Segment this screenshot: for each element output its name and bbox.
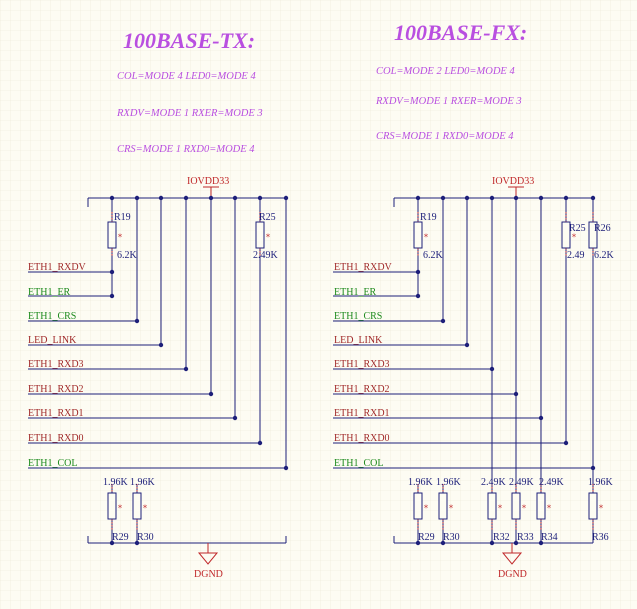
- svg-text:*: *: [266, 233, 270, 242]
- left-r30-ref: R30: [137, 532, 154, 543]
- left-ground-label: DGND: [194, 569, 223, 580]
- right-net-rxd2: ETH1_RXD2: [334, 384, 390, 395]
- right-net-er: ETH1_ER: [334, 287, 377, 298]
- svg-text:*: *: [449, 504, 453, 513]
- block-100base-fx: 100BASE-FX: COL=MODE 2 LED0=MODE 4 RXDV=…: [333, 20, 615, 580]
- right-r34-ref: R34: [541, 532, 558, 543]
- right-r36-ref: R36: [592, 532, 609, 543]
- right-ground-symbol: [501, 543, 523, 565]
- right-r29-ref: R29: [418, 532, 435, 543]
- right-net-rxdv: ETH1_RXDV: [334, 262, 393, 273]
- left-r25-ref: R25: [259, 212, 276, 223]
- left-net-rxd1: ETH1_RXD1: [28, 408, 84, 419]
- right-r19-ref: R19: [420, 212, 437, 223]
- svg-text:*: *: [572, 233, 576, 242]
- right-rail-junctions: [415, 195, 596, 201]
- right-resistor-r36: * 1.96K R36: [588, 477, 614, 543]
- right-net-rxd3: ETH1_RXD3: [334, 359, 390, 370]
- left-mode-line-2: RXDV=MODE 1 RXER=MODE 3: [116, 108, 263, 119]
- left-bottom-rail: [87, 536, 287, 544]
- left-net-junctions: [109, 269, 289, 471]
- right-r33-ref: R33: [517, 532, 534, 543]
- left-resistor-r25: * R25 2.49K: [253, 212, 279, 261]
- right-r32-ref: R32: [493, 532, 510, 543]
- right-r33-value: 2.49K: [509, 477, 535, 488]
- right-net-led-link: LED_LINK: [334, 335, 383, 346]
- right-mode-line-1: COL=MODE 2 LED0=MODE 4: [376, 66, 515, 77]
- left-r25-value: 2.49K: [253, 250, 279, 261]
- right-resistor-r34: * 2.49K R34: [536, 477, 565, 543]
- right-net-rxd0: ETH1_RXD0: [334, 433, 390, 444]
- block-100base-tx: 100BASE-TX: COL=MODE 4 LED0=MODE 4 RXDV=…: [28, 28, 289, 580]
- left-r19-ref: R19: [114, 212, 131, 223]
- right-mode-line-3: CRS=MODE 1 RXD0=MODE 4: [376, 131, 514, 142]
- left-net-led-link: LED_LINK: [28, 335, 77, 346]
- right-r26-value: 6.2K: [594, 250, 615, 261]
- left-r19-value: 6.2K: [117, 250, 138, 261]
- right-r19-value: 6.2K: [423, 250, 444, 261]
- svg-text:*: *: [424, 504, 428, 513]
- right-r25-ref: R25: [569, 223, 586, 234]
- right-power-label: IOVDD33: [492, 176, 534, 187]
- left-resistor-r19: * R19 6.2K: [107, 212, 138, 261]
- right-resistor-r33: * 2.49K R33: [509, 477, 535, 543]
- left-net-rxd2: ETH1_RXD2: [28, 384, 84, 395]
- right-r34-value: 2.49K: [539, 477, 565, 488]
- right-net-col: ETH1_COL: [334, 458, 383, 469]
- right-title: 100BASE-FX:: [394, 20, 527, 45]
- right-r36-value: 1.96K: [588, 477, 614, 488]
- right-net-lines: [333, 271, 593, 469]
- svg-text:*: *: [599, 504, 603, 513]
- left-net-crs: ETH1_CRS: [28, 311, 76, 322]
- left-net-er: ETH1_ER: [28, 287, 71, 298]
- svg-text:*: *: [522, 504, 526, 513]
- right-r25-value: 2.49: [567, 250, 585, 261]
- right-net-junctions: [415, 269, 596, 471]
- right-r29-value: 1.96K: [408, 477, 434, 488]
- left-title: 100BASE-TX:: [123, 28, 255, 53]
- right-resistor-r26: R26 6.2K: [588, 212, 615, 261]
- svg-text:*: *: [547, 504, 551, 513]
- left-r29-ref: R29: [112, 532, 129, 543]
- left-net-lines: [28, 271, 286, 469]
- svg-text:*: *: [424, 233, 428, 242]
- left-resistor-r30: * 1.96K R30: [130, 477, 156, 543]
- right-r32-value: 2.49K: [481, 477, 507, 488]
- left-ground-symbol: [197, 543, 219, 565]
- left-net-rxdv: ETH1_RXDV: [28, 262, 87, 273]
- svg-text:*: *: [118, 233, 122, 242]
- right-ground-label: DGND: [498, 569, 527, 580]
- left-mode-line-3: CRS=MODE 1 RXD0=MODE 4: [117, 144, 255, 155]
- right-r26-ref: R26: [594, 223, 611, 234]
- right-net-rxd1: ETH1_RXD1: [334, 408, 390, 419]
- right-resistor-r19: * R19 6.2K: [413, 212, 444, 261]
- right-mode-line-2: RXDV=MODE 1 RXER=MODE 3: [375, 96, 522, 107]
- right-r30-value: 1.96K: [436, 477, 462, 488]
- left-net-col: ETH1_COL: [28, 458, 77, 469]
- left-power-label: IOVDD33: [187, 176, 229, 187]
- left-net-rxd0: ETH1_RXD0: [28, 433, 84, 444]
- right-resistor-r29: * 1.96K R29: [408, 477, 435, 543]
- left-r29-value: 1.96K: [103, 477, 129, 488]
- left-resistor-r29: * 1.96K R29: [103, 477, 129, 543]
- left-net-rxd3: ETH1_RXD3: [28, 359, 84, 370]
- svg-text:*: *: [498, 504, 502, 513]
- right-r30-ref: R30: [443, 532, 460, 543]
- right-resistor-r32: * 2.49K R32: [481, 477, 510, 543]
- right-resistor-r25: * R25 2.49: [561, 212, 586, 261]
- left-r30-value: 1.96K: [130, 477, 156, 488]
- svg-text:*: *: [118, 504, 122, 513]
- right-net-crs: ETH1_CRS: [334, 311, 382, 322]
- right-resistor-r30: * 1.96K R30: [436, 477, 462, 543]
- left-mode-line-1: COL=MODE 4 LED0=MODE 4: [117, 71, 256, 82]
- svg-text:*: *: [143, 504, 147, 513]
